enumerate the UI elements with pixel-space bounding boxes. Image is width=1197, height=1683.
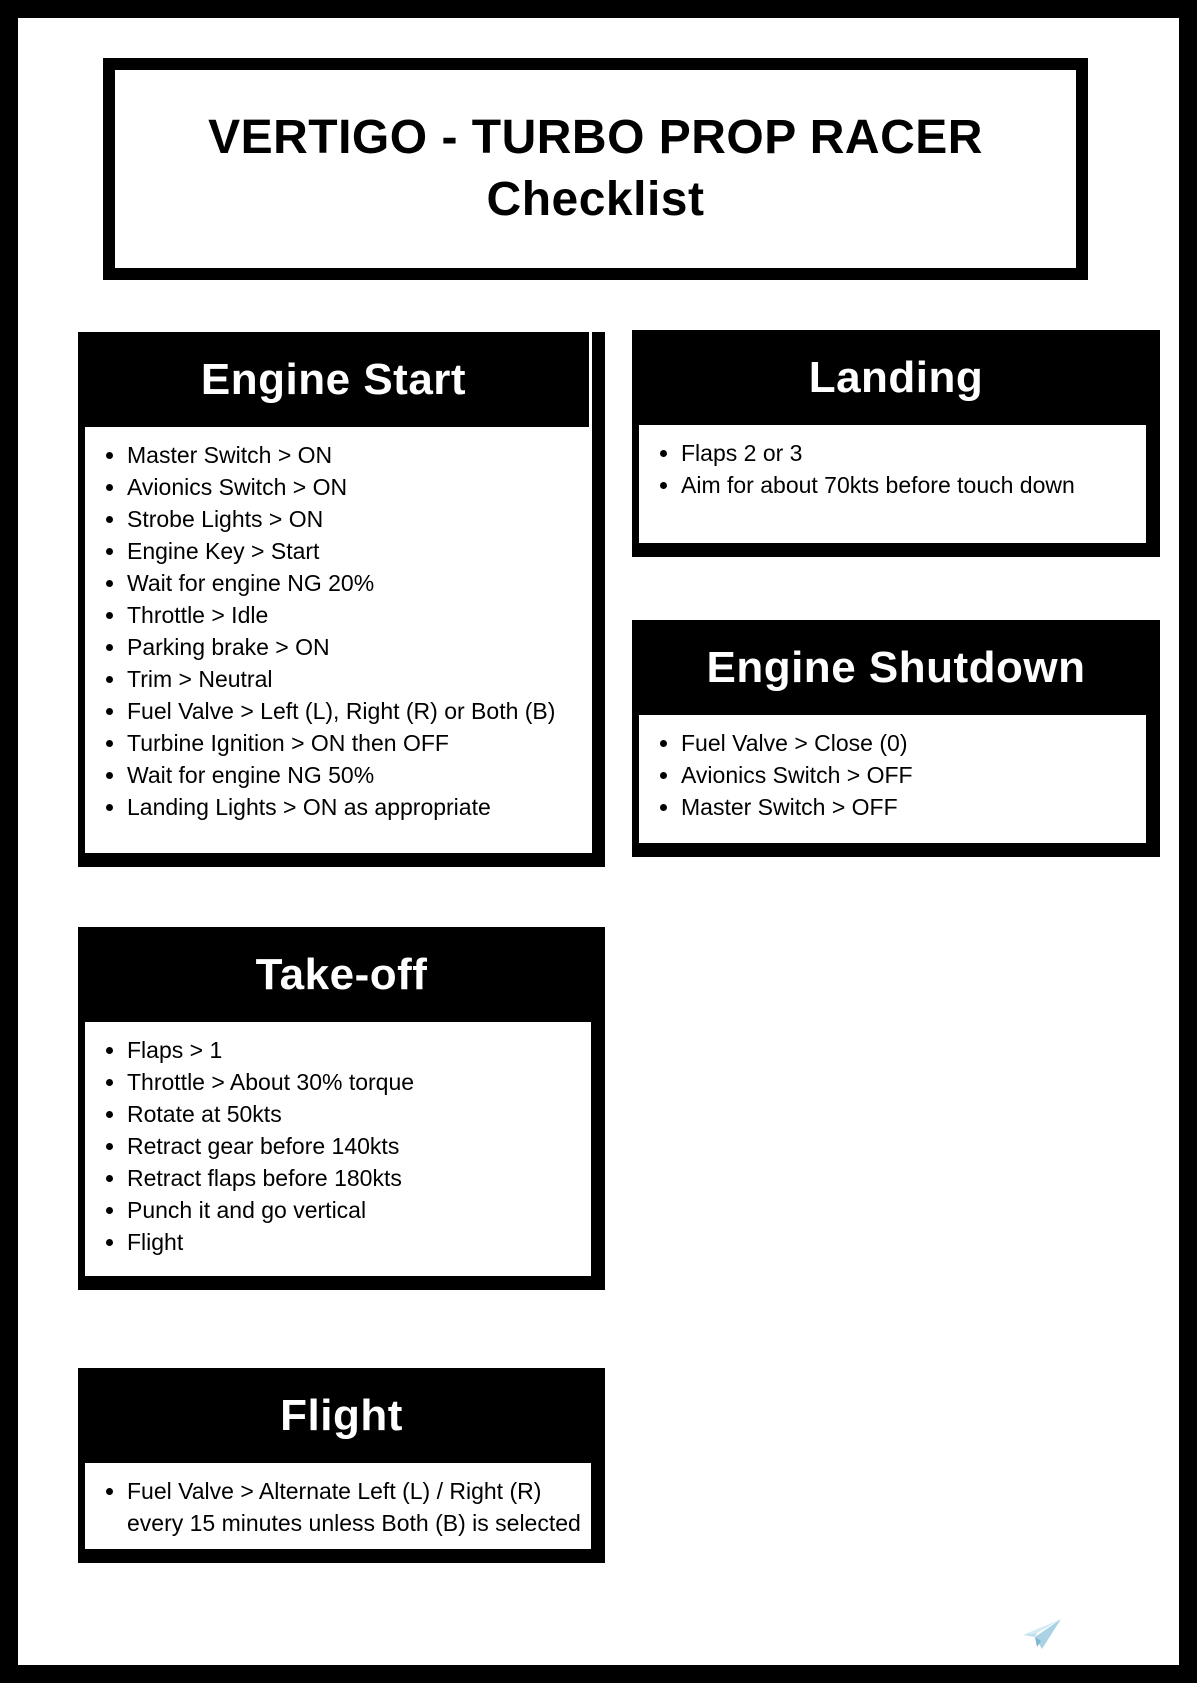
section-header-flight: Flight	[78, 1368, 605, 1463]
checklist-item: Wait for engine NG 20%	[127, 567, 588, 599]
section-landing: Landing Flaps 2 or 3Aim for about 70kts …	[632, 330, 1160, 557]
checklist-item: Fuel Valve > Close (0)	[681, 727, 1142, 759]
checklist-item: Turbine Ignition > ON then OFF	[127, 727, 588, 759]
checklist-item: Parking brake > ON	[127, 631, 588, 663]
checklist-landing: Flaps 2 or 3Aim for about 70kts before t…	[647, 437, 1142, 501]
section-body-engine-start: Master Switch > ONAvionics Switch > ONSt…	[78, 427, 592, 853]
section-right-border	[592, 332, 605, 853]
title-box: VERTIGO - TURBO PROP RACER Checklist	[103, 58, 1088, 280]
section-header-landing: Landing	[632, 330, 1160, 425]
checklist-item: Aim for about 70kts before touch down	[681, 469, 1142, 501]
checklist-item: Master Switch > OFF	[681, 791, 1142, 823]
section-body-landing: Flaps 2 or 3Aim for about 70kts before t…	[632, 425, 1160, 543]
checklist-item: Throttle > About 30% torque	[127, 1066, 587, 1098]
checklist-item: Fuel Valve > Alternate Left (L) / Right …	[127, 1475, 587, 1539]
checklist-item: Retract gear before 140kts	[127, 1130, 587, 1162]
checklist-item: Strobe Lights > ON	[127, 503, 588, 535]
section-take-off: Take-off Flaps > 1Throttle > About 30% t…	[78, 927, 605, 1290]
checklist-flight: Fuel Valve > Alternate Left (L) / Right …	[93, 1475, 587, 1539]
checklist-engine-start: Master Switch > ONAvionics Switch > ONSt…	[93, 439, 588, 823]
page-edge-right	[1192, 0, 1197, 1683]
checklist-item: Engine Key > Start	[127, 535, 588, 567]
checklist-item: Rotate at 50kts	[127, 1098, 587, 1130]
checklist-engine-shutdown: Fuel Valve > Close (0)Avionics Switch > …	[647, 727, 1142, 823]
checklist-item: Landing Lights > ON as appropriate	[127, 791, 588, 823]
section-body-flight: Fuel Valve > Alternate Left (L) / Right …	[78, 1463, 605, 1549]
checklist-item: Avionics Switch > ON	[127, 471, 588, 503]
checklist-item: Master Switch > ON	[127, 439, 588, 471]
section-engine-shutdown: Engine Shutdown Fuel Valve > Close (0)Av…	[632, 620, 1160, 857]
page-title-line2: Checklist	[486, 173, 705, 226]
section-body-engine-shutdown: Fuel Valve > Close (0)Avionics Switch > …	[632, 715, 1160, 843]
checklist-item: Trim > Neutral	[127, 663, 588, 695]
checklist-item: Wait for engine NG 50%	[127, 759, 588, 791]
section-engine-start: Engine Start Master Switch > ONAvionics …	[78, 332, 605, 867]
section-header-engine-shutdown: Engine Shutdown	[632, 620, 1160, 715]
checklist-item: Flight	[127, 1226, 587, 1258]
section-header-take-off: Take-off	[78, 927, 605, 1022]
checklist-item: Fuel Valve > Left (L), Right (R) or Both…	[127, 695, 588, 727]
checklist-item: Flaps > 1	[127, 1034, 587, 1066]
checklist-item: Retract flaps before 180kts	[127, 1162, 587, 1194]
checklist-take-off: Flaps > 1Throttle > About 30% torqueRota…	[93, 1034, 587, 1258]
checklist-item: Punch it and go vertical	[127, 1194, 587, 1226]
section-header-engine-start: Engine Start	[78, 332, 589, 427]
checklist-item: Throttle > Idle	[127, 599, 588, 631]
checklist-item: Avionics Switch > OFF	[681, 759, 1142, 791]
section-flight: Flight Fuel Valve > Alternate Left (L) /…	[78, 1368, 605, 1563]
section-body-take-off: Flaps > 1Throttle > About 30% torqueRota…	[78, 1022, 605, 1276]
checklist-item: Flaps 2 or 3	[681, 437, 1142, 469]
paper-plane-icon	[1023, 1619, 1061, 1649]
page-title-line1: VERTIGO - TURBO PROP RACER	[208, 111, 983, 164]
page-edge-left	[0, 0, 5, 1683]
